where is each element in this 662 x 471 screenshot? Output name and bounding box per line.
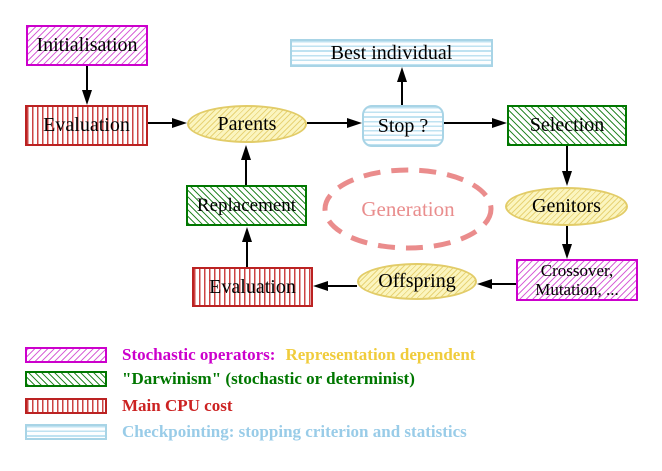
arrow-selection-to-genitors-line bbox=[566, 146, 568, 171]
arrow-replacement-to-parents-line bbox=[245, 160, 247, 185]
arrow-offspring-to-evaluation-head bbox=[313, 281, 328, 291]
arrow-parents-to-stop-line bbox=[307, 122, 347, 124]
node-selection: Selection bbox=[507, 105, 627, 146]
node-evaluation-top: Evaluation bbox=[25, 105, 148, 146]
node-initialisation-label: Initialisation bbox=[36, 34, 138, 56]
legend-row-cpu-cost: Main CPU cost bbox=[122, 396, 233, 415]
node-evaluation-bottom-label: Evaluation bbox=[209, 275, 296, 298]
arrow-stop-to-best-line bbox=[401, 82, 403, 105]
legend-row-stochastic-operators: Stochastic operators: Representation depe… bbox=[122, 345, 475, 365]
arrow-init-to-evaluation-line bbox=[86, 66, 88, 90]
crossover-line1: Crossover, bbox=[540, 261, 614, 280]
crossover-line2: Mutation, ... bbox=[535, 280, 619, 299]
node-parents: Parents bbox=[187, 105, 307, 143]
node-parents-label: Parents bbox=[217, 112, 277, 135]
node-evaluation-top-label: Evaluation bbox=[43, 114, 130, 136]
node-replacement-label: Replacement bbox=[196, 194, 297, 216]
legend-stochastic-label: Stochastic operators: bbox=[122, 345, 276, 364]
arrow-genitors-to-crossover-head bbox=[562, 244, 572, 259]
legend-swatch-stochastic-operators bbox=[25, 347, 107, 363]
arrow-selection-to-genitors-head bbox=[562, 171, 572, 186]
arrow-evaluation-to-replacement-head bbox=[242, 227, 252, 242]
node-best-individual: Best individual bbox=[290, 39, 493, 67]
arrow-replacement-to-parents-head bbox=[241, 145, 251, 160]
node-genitors: Genitors bbox=[505, 187, 628, 226]
arrow-stop-to-best-head bbox=[397, 67, 407, 82]
arrow-evaluation-to-replacement-line bbox=[246, 242, 248, 267]
node-crossover-mutation-label: Crossover, Mutation, ... bbox=[535, 261, 619, 299]
node-initialisation: Initialisation bbox=[26, 25, 148, 66]
legend-swatch-checkpointing bbox=[25, 424, 107, 440]
node-offspring: Offspring bbox=[357, 263, 477, 300]
arrow-stop-to-selection-line bbox=[444, 122, 492, 124]
legend-swatch-darwinism bbox=[25, 371, 107, 387]
legend-row-checkpointing: Checkpointing: stopping criterion and st… bbox=[122, 422, 467, 441]
arrow-evaluation-to-parents-head bbox=[172, 118, 187, 128]
node-stop: Stop ? bbox=[362, 105, 444, 147]
arrow-parents-to-stop-head bbox=[347, 118, 362, 128]
generation-dashed-ellipse bbox=[322, 167, 494, 251]
node-stop-label: Stop ? bbox=[377, 114, 429, 137]
arrow-crossover-to-offspring-line bbox=[492, 283, 516, 285]
arrow-stop-to-selection-head bbox=[492, 118, 507, 128]
arrow-genitors-to-crossover-line bbox=[566, 226, 568, 244]
legend-row-darwinism: "Darwinism" (stochastic or determinist) bbox=[122, 369, 415, 388]
node-crossover-mutation: Crossover, Mutation, ... bbox=[516, 259, 638, 301]
legend-representation-label: Representation dependent bbox=[285, 345, 476, 364]
node-offspring-label: Offspring bbox=[378, 270, 456, 292]
legend-swatch-cpu-cost bbox=[25, 398, 107, 414]
node-replacement: Replacement bbox=[186, 185, 307, 226]
arrow-crossover-to-offspring-head bbox=[477, 279, 492, 289]
arrow-offspring-to-evaluation-line bbox=[328, 285, 357, 287]
arrow-evaluation-to-parents-line bbox=[148, 122, 172, 124]
arrow-init-to-evaluation-head bbox=[82, 90, 92, 105]
node-evaluation-bottom: Evaluation bbox=[192, 267, 313, 307]
node-genitors-label: Genitors bbox=[532, 195, 601, 217]
node-best-individual-label: Best individual bbox=[330, 41, 453, 64]
node-selection-label: Selection bbox=[529, 114, 605, 136]
